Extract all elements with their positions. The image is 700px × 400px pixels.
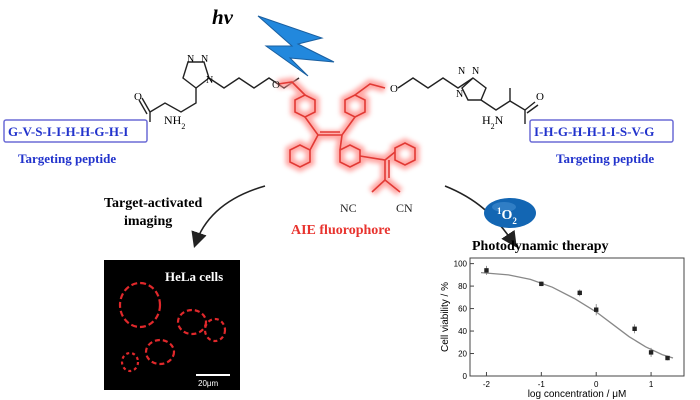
y-axis-label: Cell viability / % xyxy=(440,282,451,352)
right-triazole-n3: N xyxy=(456,89,463,100)
left-peptide-box xyxy=(3,119,148,143)
plot-frame xyxy=(469,257,685,377)
x-tick-label: -2 xyxy=(483,380,491,389)
y-tick-label: 100 xyxy=(454,260,468,269)
left-triazole-n2: N xyxy=(201,54,208,65)
left-peptide-sequence: G-V-S-I-I-H-H-G-H-I xyxy=(8,124,128,139)
viability-chart: 0 20 40 60 80 100 -2 -1 0 1 log concentration / … xyxy=(440,257,685,400)
light-label: hv xyxy=(212,5,234,29)
data-point xyxy=(539,281,544,287)
data-point xyxy=(484,268,489,273)
cell-5 xyxy=(120,351,140,373)
right-peptide-sequence: I-H-G-H-H-I-I-S-V-G xyxy=(534,124,654,139)
singlet-oxygen-highlight xyxy=(492,202,516,212)
cn-label: CN xyxy=(396,201,413,215)
right-amine: H2N xyxy=(482,113,504,131)
data-point xyxy=(665,355,670,361)
scale-bar-label: 20μm xyxy=(198,379,219,388)
y-tick-label: 60 xyxy=(458,305,467,314)
right-triazole-n2: N xyxy=(472,66,479,77)
data-point xyxy=(632,326,637,331)
fluorophore-skeleton xyxy=(277,81,416,193)
pdt-label: Photodynamic therapy xyxy=(472,239,609,254)
y-tick-label: 0 xyxy=(463,372,468,381)
left-ether-o: O xyxy=(272,79,280,91)
x-tick-label: 1 xyxy=(649,380,654,389)
therapy-arrow xyxy=(444,185,517,248)
imaging-label-line1: Target-activated xyxy=(104,196,202,211)
left-amine: NH2 xyxy=(164,113,185,131)
data-point xyxy=(648,350,654,355)
left-peptide-label: Targeting peptide xyxy=(18,151,116,166)
cell-4 xyxy=(144,338,176,366)
imaging-label-line2: imaging xyxy=(124,214,172,229)
x-axis-label: log concentration / μM xyxy=(528,389,627,400)
imaging-arrow xyxy=(191,185,266,249)
cell-3 xyxy=(203,317,227,343)
right-peptide-box xyxy=(529,119,674,143)
singlet-oxygen-label: 1O2 xyxy=(497,206,517,226)
right-carbonyl-o: O xyxy=(536,91,544,103)
left-linker xyxy=(138,61,300,122)
y-tick-label: 80 xyxy=(458,282,467,291)
left-carbonyl-o: O xyxy=(134,91,142,103)
left-triazole-n1: N xyxy=(187,54,194,65)
lightning-bolt-icon xyxy=(257,15,335,77)
x-tick-label: -1 xyxy=(538,380,546,389)
micrograph xyxy=(104,260,240,390)
cell-stains xyxy=(118,281,227,373)
right-ether-o: O xyxy=(390,83,398,95)
cell-2 xyxy=(176,308,208,336)
right-triazole-n1: N xyxy=(458,66,465,77)
right-peptide-label: Targeting peptide xyxy=(556,151,654,166)
x-tick-label: 0 xyxy=(594,380,599,389)
cell-1 xyxy=(118,281,162,329)
left-triazole-n3: N xyxy=(206,75,213,86)
right-linker xyxy=(397,77,539,124)
data-point xyxy=(594,307,599,312)
nc-label: NC xyxy=(340,201,357,215)
fluorophore-label: AIE fluorophore xyxy=(291,223,390,238)
y-tick-label: 40 xyxy=(458,327,467,336)
data-point xyxy=(577,290,582,296)
y-tick-label: 20 xyxy=(458,350,467,359)
micrograph-label: HeLa cells xyxy=(165,269,223,284)
